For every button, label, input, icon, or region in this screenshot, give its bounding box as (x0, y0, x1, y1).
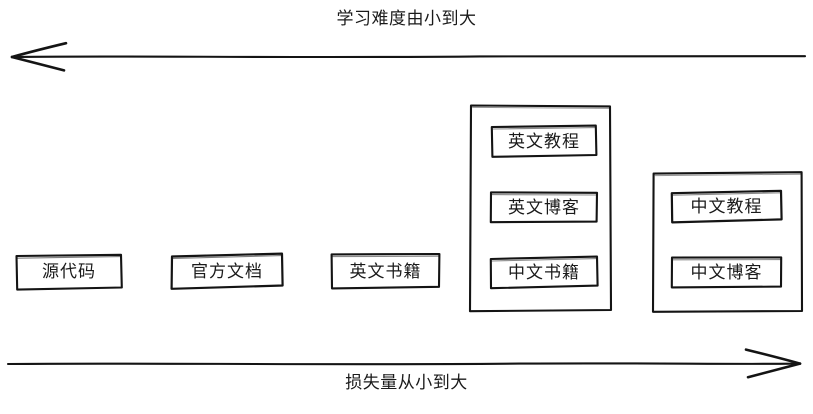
sketch-border (330, 252, 441, 290)
node-chinese-blogs[interactable]: 中文博客 (670, 255, 783, 291)
leftward-arrow (10, 41, 807, 72)
rightward-arrow (6, 348, 802, 379)
sketch-border (170, 252, 284, 290)
bottom-axis-label: 损失量从小到大 (345, 373, 468, 393)
node-official-docs[interactable]: 官方文档 (170, 252, 284, 291)
node-english-books[interactable]: 英文书籍 (330, 252, 441, 291)
node-english-tutorials[interactable]: 英文教程 (490, 124, 598, 159)
top-axis-label: 学习难度由小到大 (336, 9, 477, 29)
sketch-border (651, 171, 804, 313)
sketch-border (490, 124, 598, 158)
node-chinese-tutorials[interactable]: 中文教程 (670, 189, 783, 225)
sketch-border (670, 189, 783, 224)
sketch-border (670, 256, 783, 289)
node-chinese-books[interactable]: 中文书籍 (489, 255, 599, 291)
sketch-border (489, 255, 599, 290)
node-source-code[interactable]: 源代码 (15, 253, 123, 291)
sketch-border (489, 191, 599, 224)
sketch-border (15, 253, 123, 291)
sketch-border (468, 104, 613, 313)
node-english-blogs[interactable]: 英文博客 (489, 190, 599, 225)
